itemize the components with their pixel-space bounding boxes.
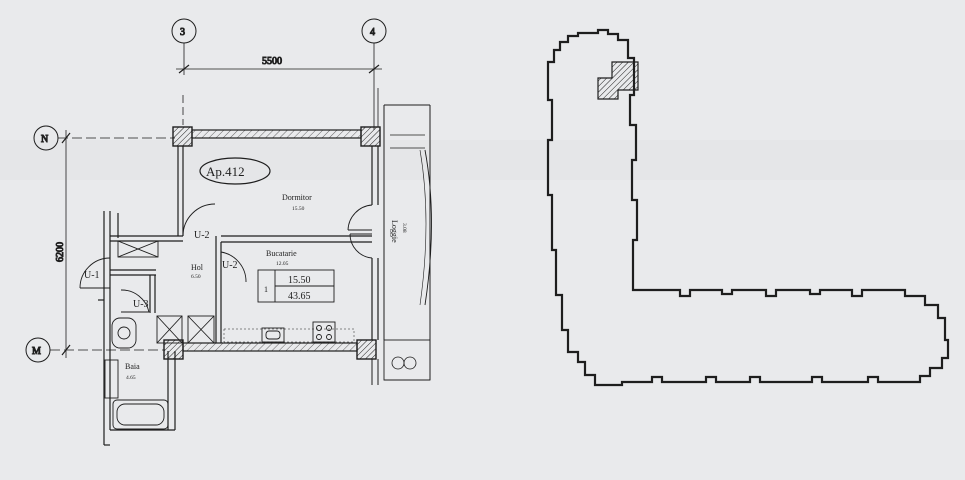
grid-axis-m [25,337,165,363]
apartment-number: Ap.412 [206,164,245,179]
wall-bottom [182,342,358,352]
grid-axis-4 [361,18,387,130]
kitchen-fixtures [223,321,355,343]
door-u2-side [220,251,247,283]
room-area-loggie: 3.08 [401,223,407,233]
room-area-dormitor: 15.50 [292,206,305,212]
door-u1 [79,257,111,289]
room-area-bucatarie: 12.05 [276,261,289,267]
bathroom-fixtures [104,317,169,430]
door-u2-top [182,203,216,237]
door-u3 [120,289,150,313]
room-name-hol: Hol [191,263,204,272]
dimension-height-line [61,130,71,358]
building-key-plan [546,28,950,387]
dimension-width-line [176,64,382,74]
room-name-loggie: Loggie [390,220,399,243]
column [360,126,381,147]
partition-bedroom-kitchen [221,235,372,243]
grid-axis-n [33,125,175,151]
axis-m-label: M [32,346,41,357]
loggia-door [347,204,373,259]
room-name-baia: Baia [125,362,140,371]
building-outline [546,28,950,387]
summary-living-area: 15.50 [288,275,311,286]
wall-top [191,129,362,139]
dimension-height: 6200 [55,242,66,262]
apartment-plan: 3 4 5500 N M 6200 [25,18,432,446]
room-area-baia: 4.65 [126,375,136,381]
dimension-width: 5500 [262,56,282,67]
room-name-bucatarie: Bucatarie [266,249,297,258]
axis-3-label: 3 [180,27,185,38]
ventilation-shaft [117,240,215,344]
axis-4-label: 4 [370,27,375,38]
door-label-u3: U-3 [133,299,149,310]
column [172,126,193,147]
door-label-u1: U-1 [84,270,100,281]
summary-total-area: 43.65 [288,291,311,302]
summary-rooms: 1 [264,285,268,294]
room-area-hol: 6.50 [191,274,201,280]
column [356,339,377,360]
loggia-outline [377,88,432,381]
area-summary-table [257,269,335,303]
door-label-u2-top: U-2 [194,230,210,241]
apartment-location-marker [597,61,639,100]
room-name-dormitor: Dormitor [282,193,312,202]
apartment-label-oval [199,157,271,185]
wall-loggia [371,146,379,385]
axis-n-label: N [41,134,48,145]
door-label-u2-side: U-2 [222,260,238,271]
